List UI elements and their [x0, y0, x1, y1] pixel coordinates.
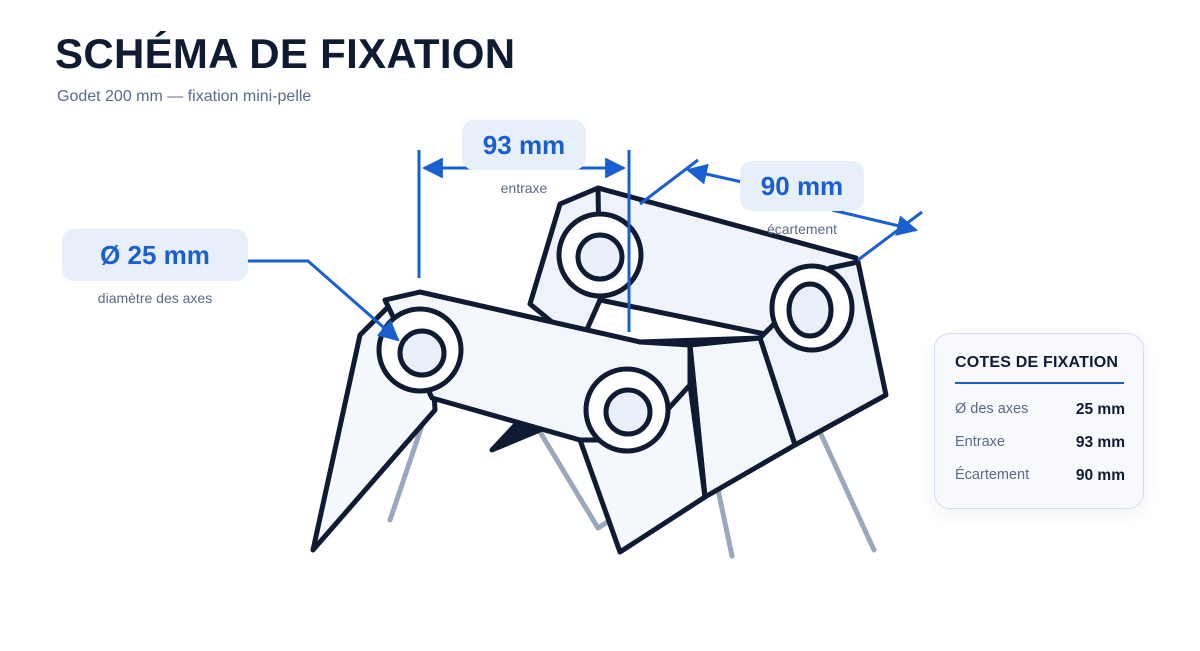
pin-bore-back-left	[556, 211, 644, 299]
entraxe-caption: entraxe	[500, 180, 548, 196]
bracket-body	[310, 185, 889, 555]
dimension-ecartement	[639, 158, 923, 262]
specs-panel-divider	[955, 382, 1124, 384]
spec-row-ecartement: Écartement 90 mm	[955, 467, 1125, 485]
specs-panel: COTES DE FIXATION Ø des axes 25 mm Entra…	[934, 333, 1144, 509]
entraxe-value-label: 93 mm	[462, 120, 586, 170]
spec-row-entraxe: Entraxe 93 mm	[955, 434, 1125, 452]
spec-value: 90 mm	[1075, 467, 1125, 484]
ecartement-caption: écartement	[766, 221, 838, 237]
diameter-caption: diamètre des axes	[97, 290, 213, 306]
page-title: SCHÉMA DE FIXATION	[55, 30, 516, 77]
diameter-value-label: Ø 25 mm	[62, 229, 248, 281]
pin-bore-front-right	[583, 366, 671, 454]
arrow-icon	[685, 163, 743, 185]
dimension-diameter	[248, 259, 400, 342]
specs-panel-title: COTES DE FIXATION	[955, 354, 1119, 371]
page-subtitle: Godet 200 mm — fixation mini-pelle	[57, 88, 312, 105]
spec-label: Entraxe	[955, 434, 1005, 450]
spec-label: Écartement	[955, 467, 1030, 483]
spec-row-diameter: Ø des axes 25 mm	[955, 401, 1125, 419]
spec-value: 25 mm	[1075, 401, 1125, 418]
spec-value: 93 mm	[1075, 434, 1125, 451]
spec-label: Ø des axes	[955, 401, 1029, 417]
arrow-icon	[831, 208, 919, 236]
ecartement-value-label: 90 mm	[740, 161, 864, 211]
pin-bore-front-left	[376, 306, 464, 394]
pin-bore-back-right	[769, 263, 855, 353]
